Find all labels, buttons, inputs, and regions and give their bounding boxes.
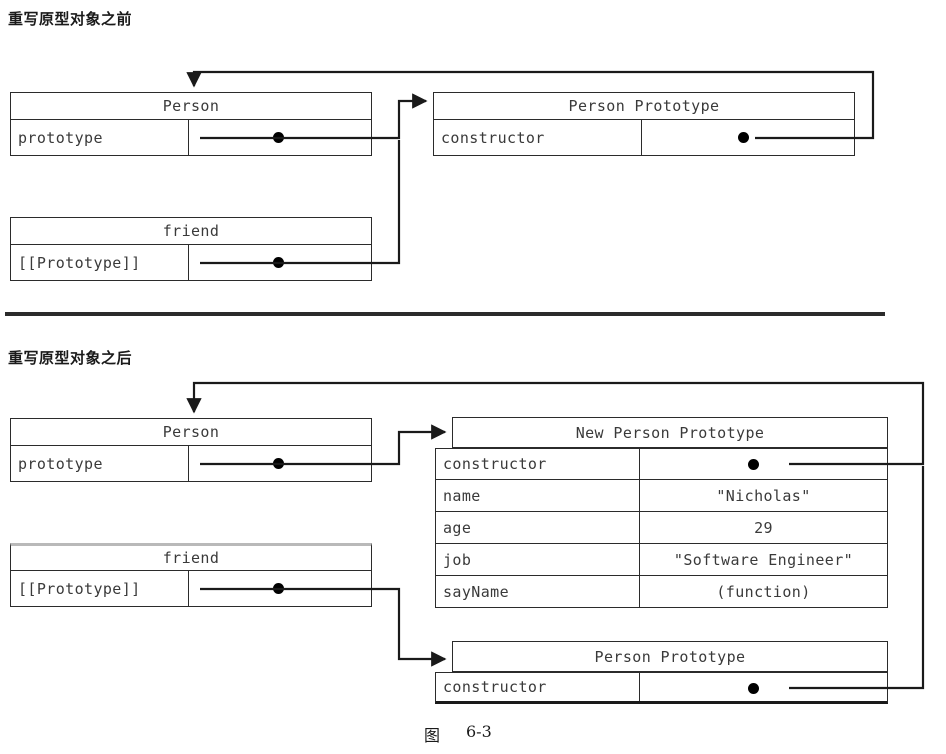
pointer-dot-icon bbox=[748, 459, 759, 470]
new-person-prototype-key-age: age bbox=[436, 512, 640, 543]
new-person-prototype-row-age: age 29 bbox=[435, 512, 888, 544]
friend-after-title: friend bbox=[10, 543, 372, 571]
person-before-value-prototype bbox=[189, 120, 371, 155]
new-person-prototype-key-job: job bbox=[436, 544, 640, 575]
new-person-prototype-title: New Person Prototype bbox=[452, 417, 888, 448]
pointer-dot-icon bbox=[273, 257, 284, 268]
friend-after-row-proto: [[Prototype]] bbox=[10, 571, 372, 607]
person-prototype-after-row-constructor: constructor bbox=[435, 672, 888, 704]
friend-before-key-proto: [[Prototype]] bbox=[11, 245, 189, 280]
new-person-prototype-value-sayname: (function) bbox=[716, 582, 811, 601]
new-person-prototype-value-age: 29 bbox=[754, 518, 773, 537]
friend-after-value-proto bbox=[189, 571, 371, 606]
new-person-prototype-row-job: job "Software Engineer" bbox=[435, 544, 888, 576]
new-person-prototype-row-constructor: constructor bbox=[435, 448, 888, 480]
friend-after-key-proto: [[Prototype]] bbox=[11, 571, 189, 606]
friend-before-value-proto bbox=[189, 245, 371, 280]
pointer-dot-icon bbox=[273, 132, 284, 143]
person-after-title: Person bbox=[10, 418, 372, 446]
person-prototype-after-value-constructor bbox=[640, 673, 887, 701]
person-before-row-prototype: prototype bbox=[10, 120, 372, 156]
pointer-dot-icon bbox=[738, 132, 749, 143]
person-after-value-prototype bbox=[189, 446, 371, 481]
new-person-prototype-value-constructor bbox=[640, 449, 887, 479]
person-before-key-prototype: prototype bbox=[11, 120, 189, 155]
new-person-prototype-key-sayname: sayName bbox=[436, 576, 640, 607]
new-person-prototype-key-constructor: constructor bbox=[436, 449, 640, 479]
new-person-prototype-row-sayname: sayName (function) bbox=[435, 576, 888, 608]
new-person-prototype-row-name: name "Nicholas" bbox=[435, 480, 888, 512]
section-heading-after: 重写原型对象之后 bbox=[8, 349, 133, 367]
section-heading-before: 重写原型对象之前 bbox=[8, 10, 133, 28]
section-divider bbox=[5, 312, 885, 316]
person-prototype-before-value-constructor bbox=[642, 120, 854, 155]
person-prototype-before-key-constructor: constructor bbox=[434, 120, 642, 155]
new-person-prototype-key-name: name bbox=[436, 480, 640, 511]
new-person-prototype-value-name: "Nicholas" bbox=[716, 486, 811, 505]
pointer-dot-icon bbox=[273, 583, 284, 594]
person-before-title: Person bbox=[10, 92, 372, 120]
person-prototype-before-title: Person Prototype bbox=[433, 92, 855, 120]
pointer-dot-icon bbox=[748, 683, 759, 694]
figure-caption-label: 图 bbox=[424, 726, 441, 745]
person-prototype-after-key-constructor: constructor bbox=[436, 673, 640, 701]
friend-before-title: friend bbox=[10, 217, 372, 245]
person-after-row-prototype: prototype bbox=[10, 446, 372, 482]
figure-caption-number: 6-3 bbox=[466, 722, 492, 741]
pointer-dot-icon bbox=[273, 458, 284, 469]
person-prototype-before-row-constructor: constructor bbox=[433, 120, 855, 156]
new-person-prototype-value-job: "Software Engineer" bbox=[673, 550, 854, 569]
person-after-key-prototype: prototype bbox=[11, 446, 189, 481]
person-prototype-after-title: Person Prototype bbox=[452, 641, 888, 672]
friend-before-row-proto: [[Prototype]] bbox=[10, 245, 372, 281]
